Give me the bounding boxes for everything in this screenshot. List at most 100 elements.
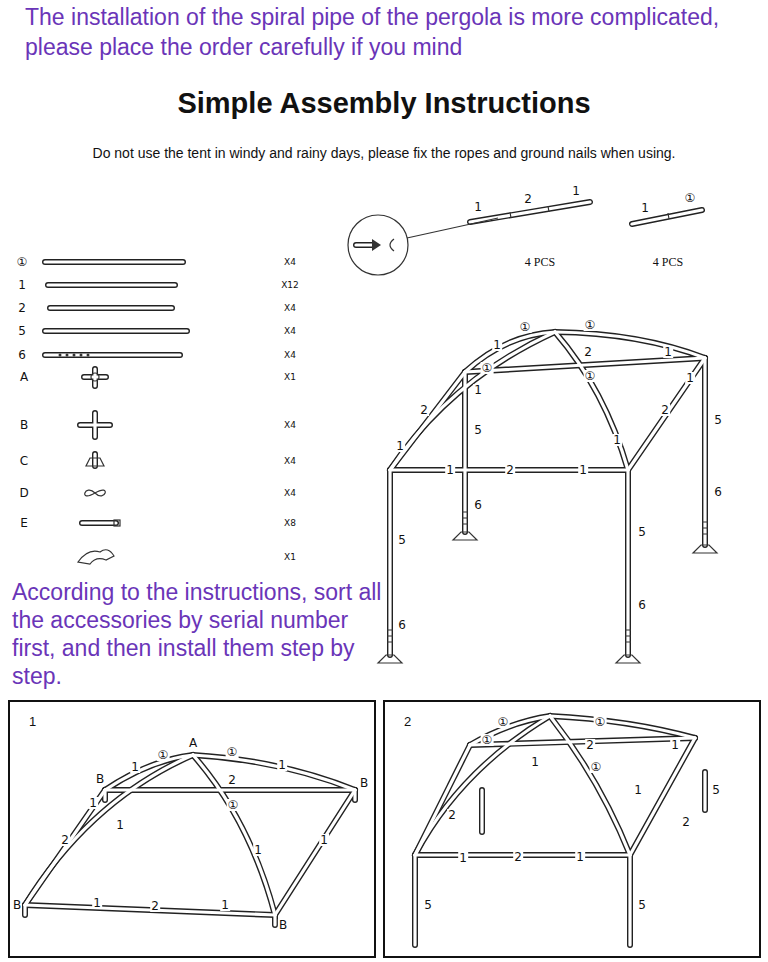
callout-number: 2 (227, 774, 237, 786)
callout-number: 1 (530, 756, 540, 768)
base-plate (378, 532, 717, 663)
callout-number: 5 (637, 899, 647, 911)
pipe-outline (390, 332, 705, 655)
socket-end (390, 239, 394, 251)
pipe-outline (415, 716, 705, 945)
callout-number: 5 (423, 899, 433, 911)
warning-note: The installation of the spiral pipe of t… (25, 2, 760, 62)
callout-number: 2 (583, 346, 593, 358)
piece-count: 4 PCS (524, 256, 556, 268)
pin-hole (80, 354, 83, 357)
callout-number: ① (594, 716, 607, 728)
pipe-outline (25, 755, 355, 925)
quantity: X1 (283, 373, 297, 382)
insert-arrow (372, 239, 381, 251)
callout-number: 1 (130, 761, 140, 773)
part-number: 6 (17, 349, 27, 361)
quantity: X1 (283, 553, 297, 562)
callout-number: 5 (713, 414, 723, 426)
callout-number: 2 (681, 816, 691, 828)
parts-list-drawing (45, 262, 187, 564)
callout-number: 6 (637, 599, 647, 611)
callout-number: ① (584, 370, 597, 382)
callout-number: ① (497, 716, 510, 728)
callout-number: B (12, 899, 22, 911)
callout-number: A (188, 737, 198, 749)
quantity: X4 (283, 351, 297, 360)
step-panel: 2 (383, 700, 761, 958)
pipe-fill (25, 755, 355, 925)
pin-hole (66, 354, 69, 357)
step-drawings (25, 716, 705, 945)
callout-number: ① (157, 749, 170, 761)
part-number: B (19, 419, 29, 431)
step-panel: 1 (8, 700, 376, 958)
callout-number: 5 (473, 424, 483, 436)
quantity: X4 (283, 258, 297, 267)
callout-number: 2 (447, 809, 457, 821)
callout-number: B (278, 919, 288, 931)
callout-number: 2 (60, 834, 70, 846)
callout-number: 1 (319, 834, 329, 846)
callout-number: 1 (88, 797, 98, 809)
callout-number: 1 (575, 851, 585, 863)
pipe-assembly-drawing (348, 202, 702, 275)
connector-e (114, 520, 120, 526)
pipe-fill (415, 716, 705, 945)
part-number: 1 (17, 279, 27, 291)
callout-number: B (95, 773, 105, 785)
instruction-note: According to the instructions, sort all … (12, 578, 384, 690)
quantity: X4 (283, 457, 297, 466)
leader-line (407, 218, 498, 238)
part-number: E (19, 517, 29, 529)
quantity: X12 (280, 281, 300, 290)
callout-number: ① (519, 321, 532, 333)
usage-note: Do not use the tent in windy and rainy d… (0, 146, 768, 160)
frame-drawing (378, 332, 717, 663)
pin-hole (73, 354, 76, 357)
connector-d (85, 490, 106, 496)
quantity: X4 (283, 421, 297, 430)
callout-number: 1 (277, 759, 287, 771)
part-number: ① (16, 256, 29, 268)
pin-hole (87, 354, 90, 357)
callout-number: ① (584, 319, 597, 331)
pipe-outline (45, 262, 187, 523)
callout-number: 1 (395, 440, 405, 452)
part-number: D (18, 487, 29, 499)
callout-number: 5 (637, 526, 647, 538)
callout-number: ① (481, 734, 494, 746)
pipe-fill (390, 332, 705, 655)
callout-number: 1 (612, 434, 622, 446)
callout-number: 1 (578, 464, 588, 476)
callout-number: 2 (585, 739, 595, 751)
quantity: X8 (283, 519, 297, 528)
callout-number: 1 (473, 384, 483, 396)
step-number: 2 (403, 714, 412, 729)
title: Simple Assembly Instructions (0, 88, 768, 120)
callout-number: ① (227, 799, 240, 811)
pin-holes (59, 354, 90, 357)
callout-number: 2 (660, 404, 670, 416)
part-number: C (19, 455, 29, 467)
callout-number: 1 (492, 339, 502, 351)
callout-number: ① (684, 192, 697, 204)
piece-count: 4 PCS (652, 256, 684, 268)
part-number: 2 (17, 302, 27, 314)
callout-number: 1 (670, 739, 680, 751)
pipe-fill (45, 262, 187, 523)
connector-c (86, 458, 104, 466)
callout-number: B (359, 777, 369, 789)
callout-number: 6 (473, 499, 483, 511)
connector-a (91, 373, 99, 381)
callout-number: 6 (713, 486, 723, 498)
callout-number: 1 (633, 784, 643, 796)
callout-number: 2 (505, 464, 515, 476)
callout-number: ① (481, 362, 494, 374)
callout-number: 1 (663, 346, 673, 358)
callout-number: ① (226, 746, 239, 758)
callout-number: 1 (253, 844, 263, 856)
callout-number: 2 (419, 404, 429, 416)
detail-circle (348, 215, 408, 275)
pin-hole (59, 354, 62, 357)
